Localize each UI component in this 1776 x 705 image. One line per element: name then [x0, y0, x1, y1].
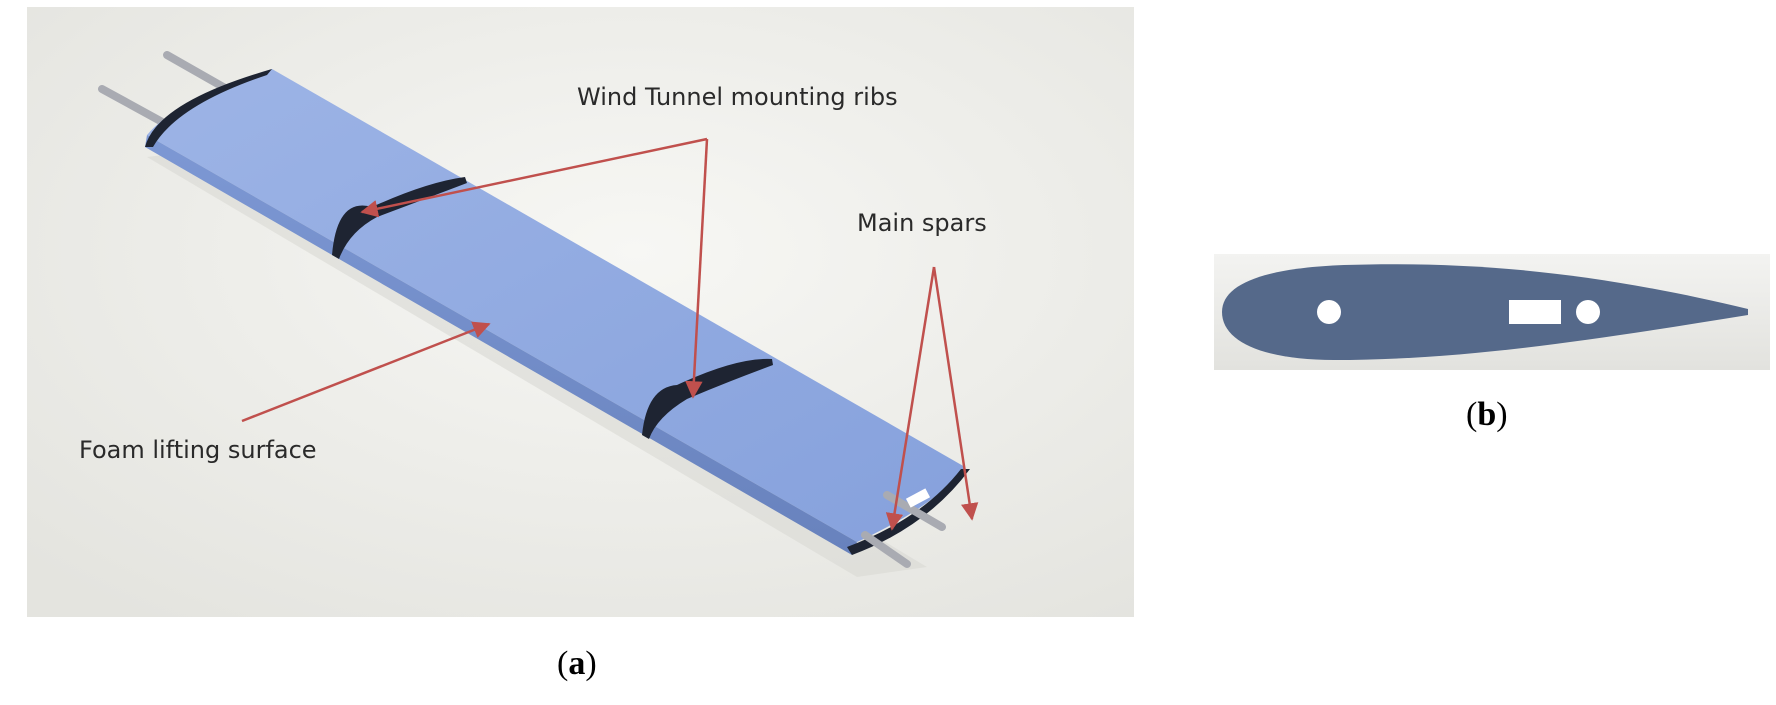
airfoil-section-panel — [1214, 254, 1770, 370]
label-foam: Foam lifting surface — [79, 436, 317, 464]
wing-render-panel: Wind Tunnel mounting ribs Main spars Foa… — [27, 7, 1134, 617]
wing-right-cap — [847, 469, 970, 555]
foam-arrow — [241, 321, 491, 423]
label-ribs: Wind Tunnel mounting ribs — [577, 83, 898, 111]
spars-arrow-2 — [932, 266, 979, 521]
spar-hole-rear — [1576, 300, 1600, 324]
wing-leading-face — [145, 135, 857, 555]
ribs-arrow-1 — [360, 137, 708, 218]
label-spars: Main spars — [857, 209, 987, 237]
ribs-arrow-2 — [685, 138, 709, 399]
mounting-rib-1 — [332, 177, 467, 259]
spars-arrow-1 — [885, 266, 936, 531]
wing-top-surface — [147, 69, 965, 542]
wing-left-cap — [145, 69, 272, 147]
caption-a: (a) — [557, 645, 597, 682]
airfoil-profile — [1222, 264, 1748, 360]
callout-arrows — [241, 137, 979, 531]
rib-slot — [1509, 300, 1561, 324]
caption-b: (b) — [1466, 396, 1508, 433]
mounting-rib-2 — [642, 358, 773, 439]
spar-hole-front — [1317, 300, 1341, 324]
